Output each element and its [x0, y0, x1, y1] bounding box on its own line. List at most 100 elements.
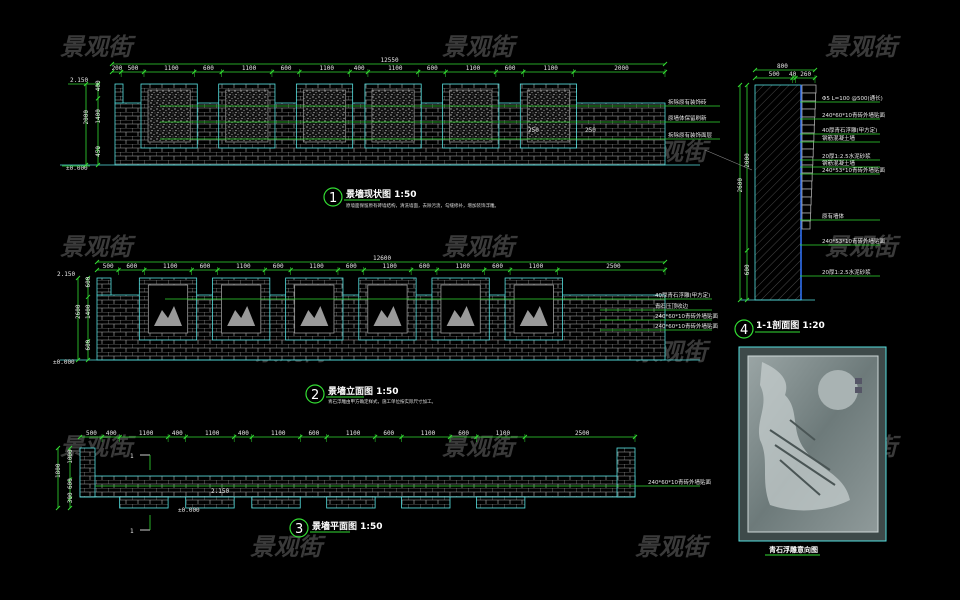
elev2-ground-level: ±0.000 [53, 359, 75, 366]
watermark: 景观街 [60, 233, 136, 261]
section4-label: 240*60*10青砖外墙贴面 [822, 111, 885, 119]
elev2-vdim-value: 600 [85, 339, 92, 350]
dimension-tick [67, 445, 73, 451]
tiger-relief [758, 362, 850, 511]
elev1-dim-value: 1100 [320, 65, 335, 72]
detail-number-circle [734, 319, 754, 339]
dimension-tick [67, 505, 73, 511]
section4-vdim-value: 2000 [744, 153, 751, 168]
detail-number: 1 [329, 191, 337, 206]
section4-facing-brick [801, 180, 813, 190]
section4-title: 1-1剖面图 1:20 [756, 319, 825, 331]
section4-facing-brick [801, 196, 812, 206]
watermark: 景观街 [825, 33, 901, 61]
detail-number-circle [289, 518, 309, 538]
plan3-projection [326, 496, 376, 509]
elev2-dim-value: 600 [346, 263, 357, 270]
elev1-window-infill [449, 89, 493, 143]
section4-facing-brick [801, 108, 816, 118]
elev1-dim-value: 1100 [388, 65, 403, 72]
section-mark-label: 1 [130, 528, 134, 535]
elev2-label: 40厚青石浮雕(甲方定) [655, 291, 710, 299]
dimension-tick [77, 434, 83, 440]
elev2-dim-value: 1100 [309, 263, 324, 270]
section4-label: 20厚1:2.5水泥砂浆 [822, 152, 871, 160]
section4-vtotal-value: 2600 [737, 178, 744, 193]
plan3-vdim-value: 300 [67, 492, 74, 503]
plan3-dim-value: 400 [106, 430, 117, 437]
elev2-dim-value: 600 [273, 263, 284, 270]
plan3-dim-value: 400 [238, 430, 249, 437]
elev2-relief-silhouette [373, 306, 402, 326]
elev2-vtotal-value: 2600 [75, 304, 82, 319]
plan3-projection [476, 496, 526, 509]
elev2-dim-value: 1100 [456, 263, 471, 270]
elev1-vtotal-value: 2000 [83, 110, 90, 125]
section4-label: 20厚1:2.5水泥砂浆 [822, 268, 871, 276]
moon-relief [818, 370, 858, 410]
elev1-vdim-value: 450 [95, 146, 102, 157]
elev1-dim-value: 1100 [466, 65, 481, 72]
elev1-window-infill [225, 89, 269, 143]
plan3-vdim-value: 600 [67, 478, 74, 489]
section4-facing-brick [801, 148, 814, 158]
elev2-vdim-value: 1400 [85, 304, 92, 319]
section4-label: Φ5 L=100 @500(通长) [822, 94, 883, 102]
elevation1-note: 原墙面保留原有砖墙结构，清洗墙面，去除污渍，勾缝修补，增加装饰浮雕。 [346, 202, 499, 209]
elev1-end-post [114, 83, 124, 104]
section4-facing-brick [801, 188, 812, 198]
section4-facing-brick [801, 204, 812, 214]
watermark: 景观街 [442, 33, 518, 61]
section4-label: 40厚青石浮雕(甲方定) [822, 126, 877, 134]
elev1-dim-total: 12550 [381, 57, 399, 64]
elev1-dim-value: 600 [281, 65, 292, 72]
elev2-dim-total: 12600 [373, 255, 391, 262]
section4-label: 钢筋混凝土墙 [822, 134, 856, 142]
plan3-dim-value: 2500 [575, 430, 590, 437]
section4-top-dim-value: 40 [789, 71, 797, 78]
elev2-dim-value: 1100 [236, 263, 251, 270]
dimension-tick [752, 67, 758, 73]
section4-label: 240*53*10青砖外墙贴面 [822, 166, 885, 174]
elev1-dim-value: 600 [427, 65, 438, 72]
dimension-tick [95, 162, 101, 168]
stone-relief-image: 青石浮雕意向图 [738, 346, 887, 556]
watermark: 景观街 [250, 533, 326, 561]
elev1-dim-value: 400 [354, 65, 365, 72]
relief-caption: 青石浮雕意向图 [769, 545, 818, 554]
seal-mark [855, 378, 862, 384]
elev1-dim-value: 500 [128, 65, 139, 72]
plan3-projection [401, 496, 451, 509]
plan3-dim-value: 600 [308, 430, 319, 437]
dimension-tick [85, 338, 91, 344]
plan3-dim-value: 1100 [496, 430, 511, 437]
elevation2-note: 青石浮雕由甲方确定样式，施工单位按实际尺寸加工。 [328, 398, 436, 405]
dimension-tick [55, 445, 61, 451]
dimension-tick [737, 82, 743, 88]
elev1-dim-value: 1100 [242, 65, 257, 72]
dimension-tick [662, 61, 668, 67]
dimension-tick [812, 67, 818, 73]
section4-label: 原有墙体 [822, 212, 845, 220]
elev2-dim-value: 600 [492, 263, 503, 270]
watermark: 景观街 [60, 433, 136, 461]
dimension-tick [95, 96, 101, 101]
elev1-dim-value: 600 [505, 65, 516, 72]
section4-label: 240*53*10青砖外墙贴面 [822, 237, 885, 245]
plan3-label: 240*60*10青砖外墙贴面 [648, 478, 711, 486]
detail-number: 4 [740, 323, 748, 338]
elev2-vdim-value: 600 [85, 276, 92, 287]
watermark: 景观街 [442, 233, 518, 261]
plan3-level: 2.150 [211, 488, 229, 495]
plan3-title: 景墙平面图 1:50 [312, 520, 383, 532]
elev2-label: 240*60*10青砖外墙贴面 [655, 322, 718, 330]
elev1-top-level: 2.150 [70, 77, 88, 84]
section4-facing-brick [801, 116, 816, 126]
elevation1-title: 景墙现状图 1:50 [346, 188, 417, 200]
plan3-dim-value: 1100 [139, 430, 154, 437]
dimension-tick [85, 357, 91, 363]
elev1-ground-level: ±0.000 [66, 165, 88, 172]
detail-number: 3 [295, 522, 303, 537]
